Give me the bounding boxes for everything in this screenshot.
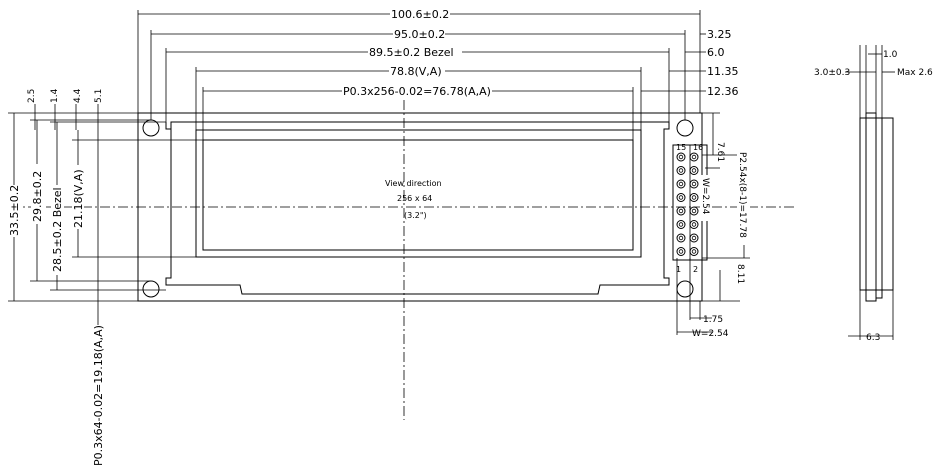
pin-hole <box>691 249 697 254</box>
pin-pad <box>676 179 686 189</box>
side-view: 1.0 3.0±0.3 Max 2.6 6.3 <box>814 45 933 343</box>
pin-pad <box>676 220 686 229</box>
dim-hole-height: 29.8±0.2 <box>31 171 44 222</box>
pin-hole <box>678 208 684 214</box>
pin-hole <box>678 168 684 173</box>
view-direction-text: View direction <box>385 179 442 188</box>
pin-pad <box>676 233 686 243</box>
pin-pad <box>676 247 686 256</box>
pin-hole <box>691 235 697 241</box>
dim-aa-width: P0.3x256-0.02=76.78(A,A) <box>343 85 491 98</box>
pin-hole <box>691 168 697 173</box>
side-dim-max: Max 2.6 <box>897 68 933 78</box>
dim-12-36: 12.36 <box>707 85 739 98</box>
mounting-holes <box>142 119 694 298</box>
pin-header <box>676 152 699 256</box>
left-dimensions: 2.5 1.4 4.4 5.1 33.5±0.2 29.8±0.2 28.5±0… <box>8 88 203 466</box>
pin-pad <box>676 206 686 216</box>
dim-va-width: 78.8(V,A) <box>390 65 442 78</box>
dim-pin-pitch-col: W=2.54 <box>700 178 710 215</box>
dim-pin-width: W=2.54 <box>692 329 729 339</box>
pin-hole <box>691 222 697 227</box>
dim-3-25: 3.25 <box>707 28 732 41</box>
dim-hole-pitch: 95.0±0.2 <box>394 28 445 41</box>
pin-hole <box>691 208 697 214</box>
pin-pad <box>689 152 699 162</box>
dim-11-35: 11.35 <box>707 65 739 78</box>
dim-overall-height: 33.5±0.2 <box>8 185 21 236</box>
pin-pad <box>689 166 699 175</box>
pin-pad <box>689 206 699 216</box>
pin-label-16: 16 <box>693 143 703 152</box>
pin-hole <box>678 181 684 187</box>
dim-4-4: 4.4 <box>73 88 83 103</box>
dim-2-5: 2.5 <box>27 89 37 103</box>
pin-dimensions: 7.61 W=2.54 P2.54x(8-1)=17.78 8.11 1.75 … <box>676 112 750 339</box>
dim-1-4: 1.4 <box>50 88 60 103</box>
resolution-text: 256 x 64 <box>397 194 432 203</box>
dim-bezel-width: 89.5±0.2 Bezel <box>369 46 454 59</box>
pin-hole <box>678 195 684 200</box>
dim-pin-pitch-row: P2.54x(8-1)=17.78 <box>737 152 747 238</box>
dim-pin-bottom: 8.11 <box>735 264 745 284</box>
pin-pad <box>689 247 699 256</box>
pin-hole <box>678 154 684 160</box>
dim-overall-width: 100.6±0.2 <box>391 8 449 21</box>
side-dim-thickness: 3.0±0.3 <box>814 68 850 78</box>
dim-pin-edge: 1.75 <box>703 315 723 325</box>
pin-pad <box>676 152 686 162</box>
side-dim-depth: 6.3 <box>866 333 880 343</box>
side-dim-1-0: 1.0 <box>883 50 898 60</box>
pin-pad <box>689 193 699 202</box>
dim-bezel-height: 28.5±0.2 Bezel <box>51 187 64 272</box>
diagonal-text: (3.2") <box>404 211 427 220</box>
pin-hole <box>678 249 684 254</box>
dim-aa-height: P0.3x64-0.02=19.18(A,A) <box>92 325 105 466</box>
pin-hole <box>678 235 684 241</box>
pin-pad <box>676 166 686 175</box>
pin-label-15: 15 <box>676 143 686 152</box>
pin-pad <box>676 193 686 202</box>
pin-pad <box>689 179 699 189</box>
pin-pad <box>689 233 699 243</box>
pin-label-2: 2 <box>693 265 698 274</box>
view-direction-annotation: View direction 256 x 64 (3.2") <box>385 179 442 220</box>
pin-hole <box>678 222 684 227</box>
pin-hole <box>691 154 697 160</box>
dim-5-1: 5.1 <box>94 89 104 103</box>
dim-6-0: 6.0 <box>707 46 725 59</box>
pin-pad <box>689 220 699 229</box>
pin-label-1: 1 <box>676 265 681 274</box>
pin-hole <box>691 181 697 187</box>
dim-pin-top: 7.61 <box>715 142 725 162</box>
pin-hole <box>691 195 697 200</box>
top-dimensions: 100.6±0.2 95.0±0.2 89.5±0.2 Bezel 78.8(V… <box>137 8 739 140</box>
dim-va-height: 21.18(V,A) <box>72 169 85 228</box>
